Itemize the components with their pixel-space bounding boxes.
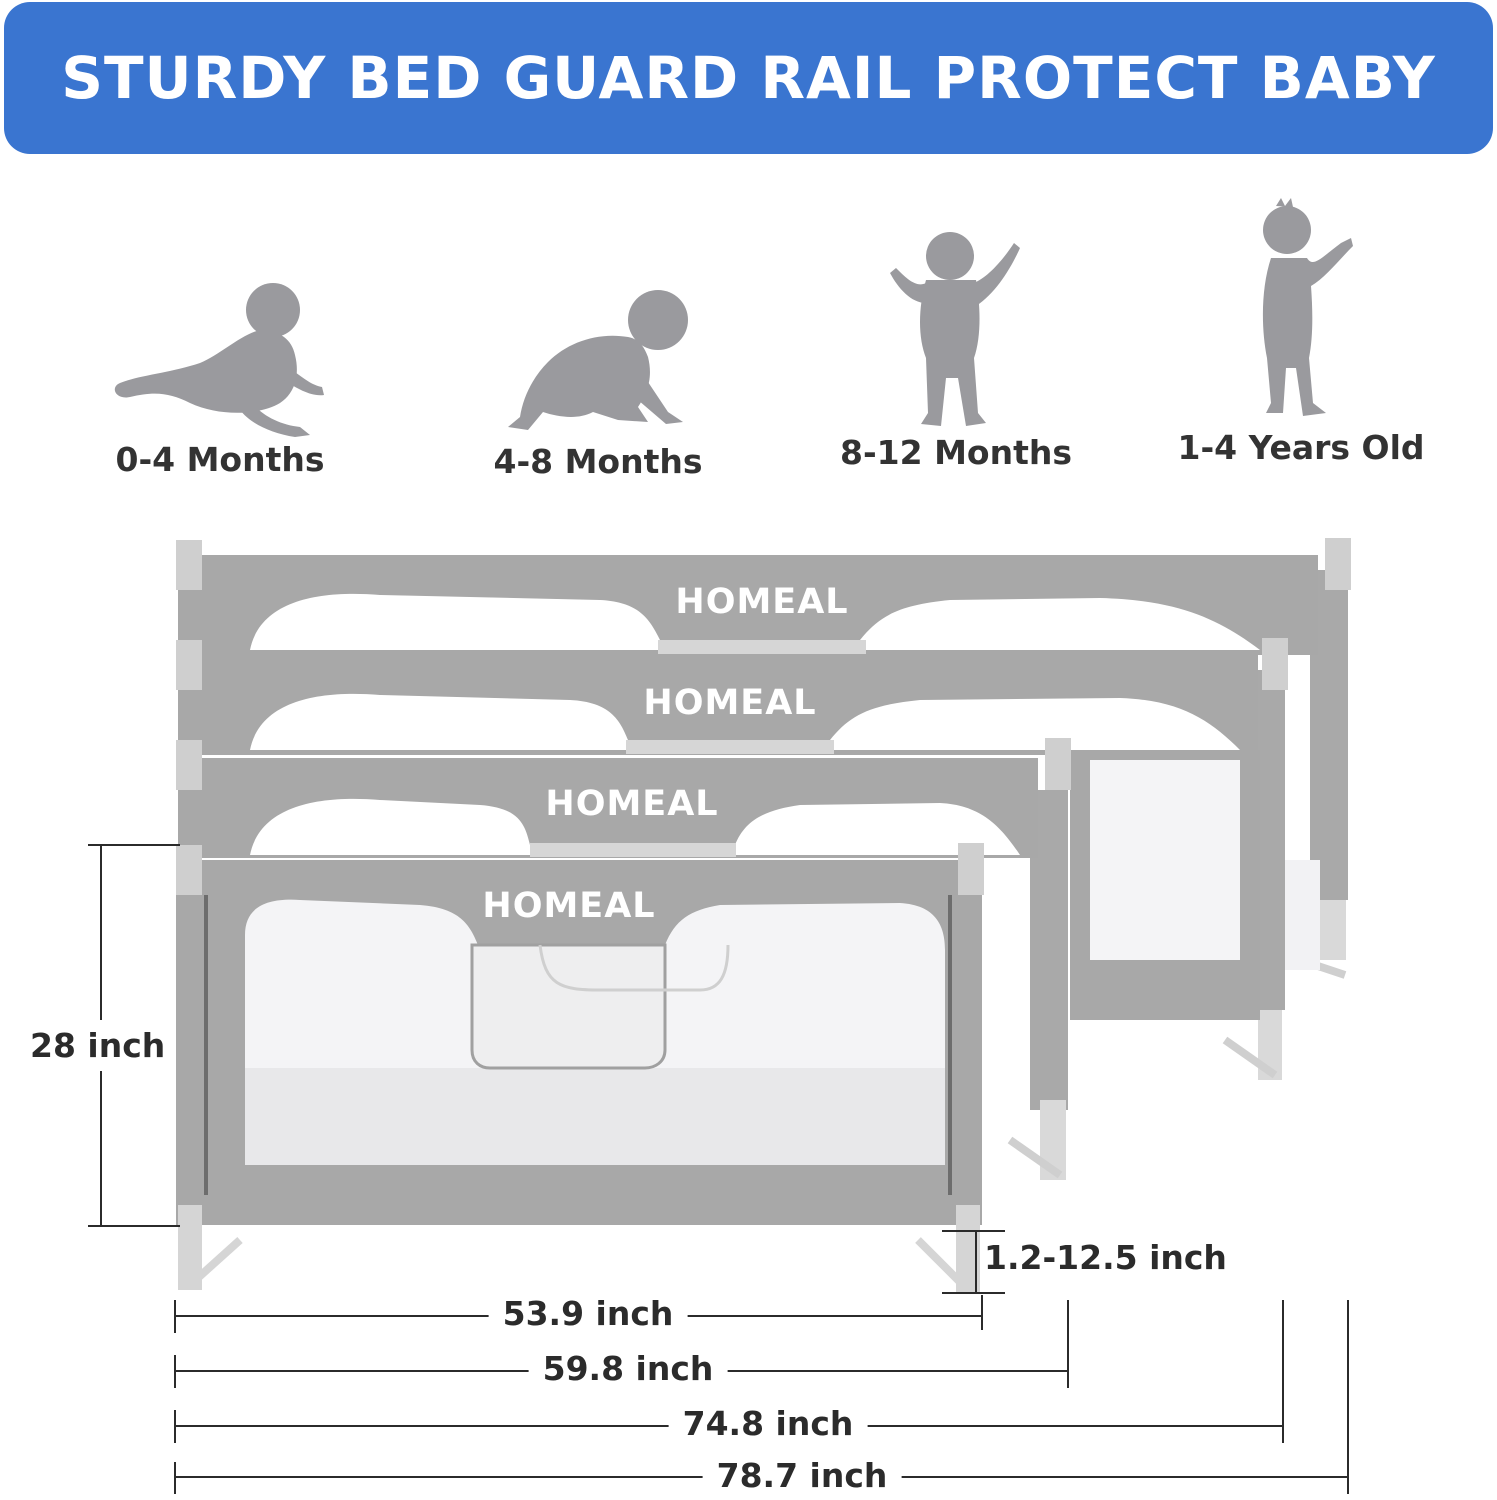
brand-logo-rail-53-9: HOMEAL <box>482 886 656 926</box>
stage-label: 0-4 Months <box>115 440 325 479</box>
toddler-walking-icon <box>1262 198 1353 416</box>
baby-standing-icon <box>890 232 1020 426</box>
brand-logo-rail-74-8: HOMEAL <box>643 683 817 723</box>
stage-label: 4-8 Months <box>493 442 703 481</box>
width-label-53-9: 53.9 inch <box>488 1294 688 1333</box>
adjust-range-label: 1.2-12.5 inch <box>980 1238 1231 1277</box>
title-banner: STURDY BED GUARD RAIL PROTECT BABY <box>4 2 1493 154</box>
height-label: 28 inch <box>30 1020 166 1071</box>
brand-logo-rail-78-7: HOMEAL <box>675 582 849 622</box>
rail-53-9 <box>176 843 984 1293</box>
stage-8-12-months: 8-12 Months <box>836 228 1076 472</box>
width-label-59-8: 59.8 inch <box>528 1349 728 1388</box>
rail-74-8 <box>176 638 1288 1080</box>
banner-title: STURDY BED GUARD RAIL PROTECT BABY <box>61 44 1436 112</box>
rail-59-8 <box>176 738 1071 1180</box>
stage-1-4-years: 1-4 Years Old <box>1176 198 1426 467</box>
stage-label: 8-12 Months <box>840 433 1072 472</box>
stage-label: 1-4 Years Old <box>1177 428 1425 467</box>
width-label-78-7: 78.7 inch <box>702 1456 902 1495</box>
stage-4-8-months: 4-8 Months <box>478 282 718 481</box>
baby-lying-icon <box>114 283 324 437</box>
adjust-range-dimension <box>942 1230 1005 1294</box>
baby-crawling-icon <box>508 290 688 430</box>
brand-logo-rail-59-8: HOMEAL <box>545 784 719 824</box>
stage-0-4-months: 0-4 Months <box>100 275 340 479</box>
width-label-74-8: 74.8 inch <box>668 1404 868 1443</box>
